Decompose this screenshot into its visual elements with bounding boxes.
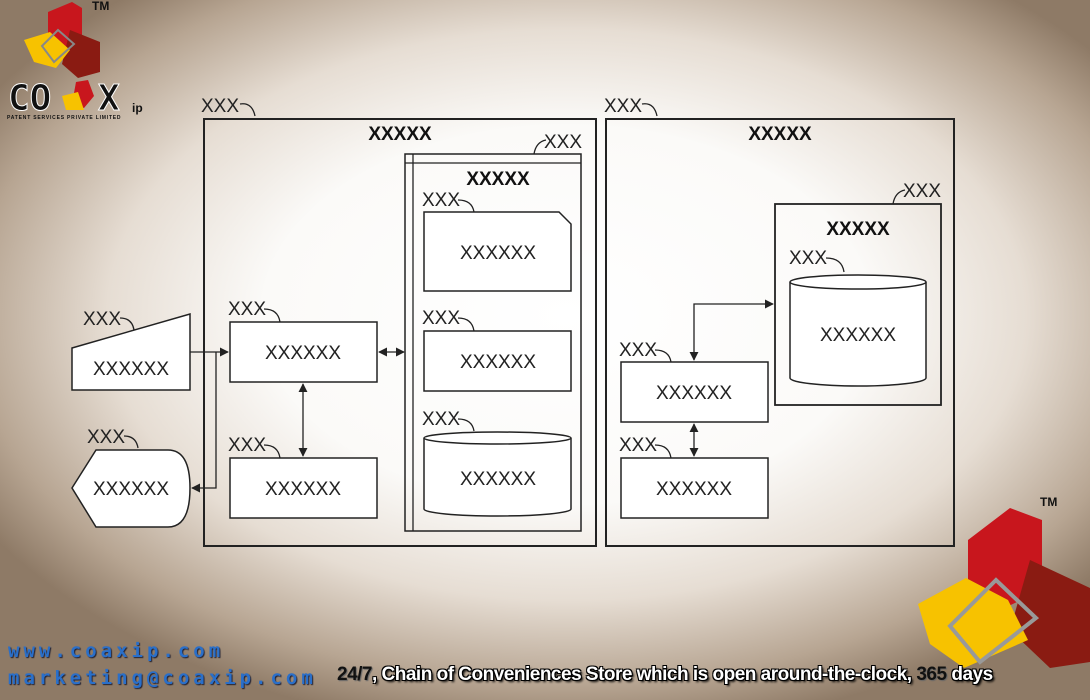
svg-text:X: X (98, 78, 120, 119)
caption-days: days (946, 664, 993, 685)
svg-text:XXXXXX: XXXXXX (93, 359, 169, 380)
svg-text:XXXXXX: XXXXXX (460, 469, 536, 490)
left-box-top: XXX XXXXXX (228, 299, 378, 383)
svg-text:XXX: XXX (228, 435, 266, 456)
svg-text:XXX: XXX (201, 96, 239, 117)
svg-text:XXX: XXX (604, 96, 642, 117)
svg-text:PATENT SERVICES PRIVATE LIMITE: PATENT SERVICES PRIVATE LIMITED (7, 115, 121, 121)
svg-text:XXX: XXX (422, 190, 460, 211)
svg-text:XXXXXX: XXXXXX (820, 325, 896, 346)
svg-text:XXX: XXX (422, 308, 460, 329)
svg-text:XXX: XXX (619, 435, 657, 456)
svg-text:XXXXXX: XXXXXX (460, 352, 536, 373)
right-system: XXX XXXXX XXX XXXXX XXX XXXXXX XXX XXXXX… (604, 96, 955, 547)
svg-text:XXXXX: XXXXX (368, 124, 432, 145)
svg-text:XXXXXX: XXXXXX (656, 479, 732, 500)
panel-database: XXX XXXXXX (422, 409, 572, 517)
svg-text:ip: ip (132, 101, 143, 115)
left-box-bottom: XXX XXXXXX (228, 435, 378, 519)
svg-text:XXXXX: XXXXX (826, 219, 890, 240)
panel-document: XXX XXXXXX (422, 190, 572, 292)
coaxip-logo: TM CO X ip PATENT SERVICES PRIVATE LIMIT… (7, 0, 143, 121)
caption: 24/7, Chain of Conveniences Store which … (337, 664, 993, 686)
svg-text:XXXXXX: XXXXXX (265, 343, 341, 364)
left-panel: XXX XXXXX XXX XXXXXX XXX XXXXXX XXX XXXX… (404, 132, 582, 532)
svg-text:XXXXXX: XXXXXX (265, 479, 341, 500)
svg-text:XXX: XXX (619, 340, 657, 361)
svg-text:XXXXXX: XXXXXX (656, 383, 732, 404)
svg-text:CO: CO (8, 78, 51, 119)
svg-text:TM: TM (1040, 495, 1057, 509)
svg-text:XXX: XXX (422, 409, 460, 430)
coaxip-emblem: TM (918, 495, 1090, 668)
svg-text:XXX: XXX (83, 309, 121, 330)
panel-box: XXX XXXXXX (422, 308, 572, 392)
svg-text:XXX: XXX (87, 427, 125, 448)
caption-365: 365 (916, 664, 947, 685)
svg-text:XXX: XXX (789, 248, 827, 269)
svg-text:XXXXX: XXXXX (748, 124, 812, 145)
svg-text:TM: TM (92, 0, 109, 13)
svg-text:XXXXX: XXXXX (466, 169, 530, 190)
email-link[interactable]: marketing@coaxip.com (8, 667, 317, 689)
caption-text: , Chain of Conveniences Store which is o… (371, 664, 917, 685)
svg-text:XXXXXX: XXXXXX (460, 243, 536, 264)
svg-text:XXX: XXX (228, 299, 266, 320)
website-link[interactable]: www.coaxip.com (8, 640, 225, 662)
display-device: XXX XXXXXX (71, 427, 191, 528)
input-device: XXX XXXXXX (71, 309, 191, 391)
svg-text:XXX: XXX (903, 181, 941, 202)
right-box-bottom: XXX XXXXXX (619, 435, 769, 519)
right-box-top: XXX XXXXXX (619, 340, 769, 423)
svg-text:XXX: XXX (544, 132, 582, 153)
right-inner: XXX XXXXX XXX XXXXXX (774, 181, 942, 406)
caption-24-7: 24/7 (337, 664, 372, 685)
left-system: XXX XXXXX XXX XXXXX XXX XXXXXX XXX XXXXX… (201, 96, 597, 547)
svg-text:XXXXXX: XXXXXX (93, 479, 169, 500)
